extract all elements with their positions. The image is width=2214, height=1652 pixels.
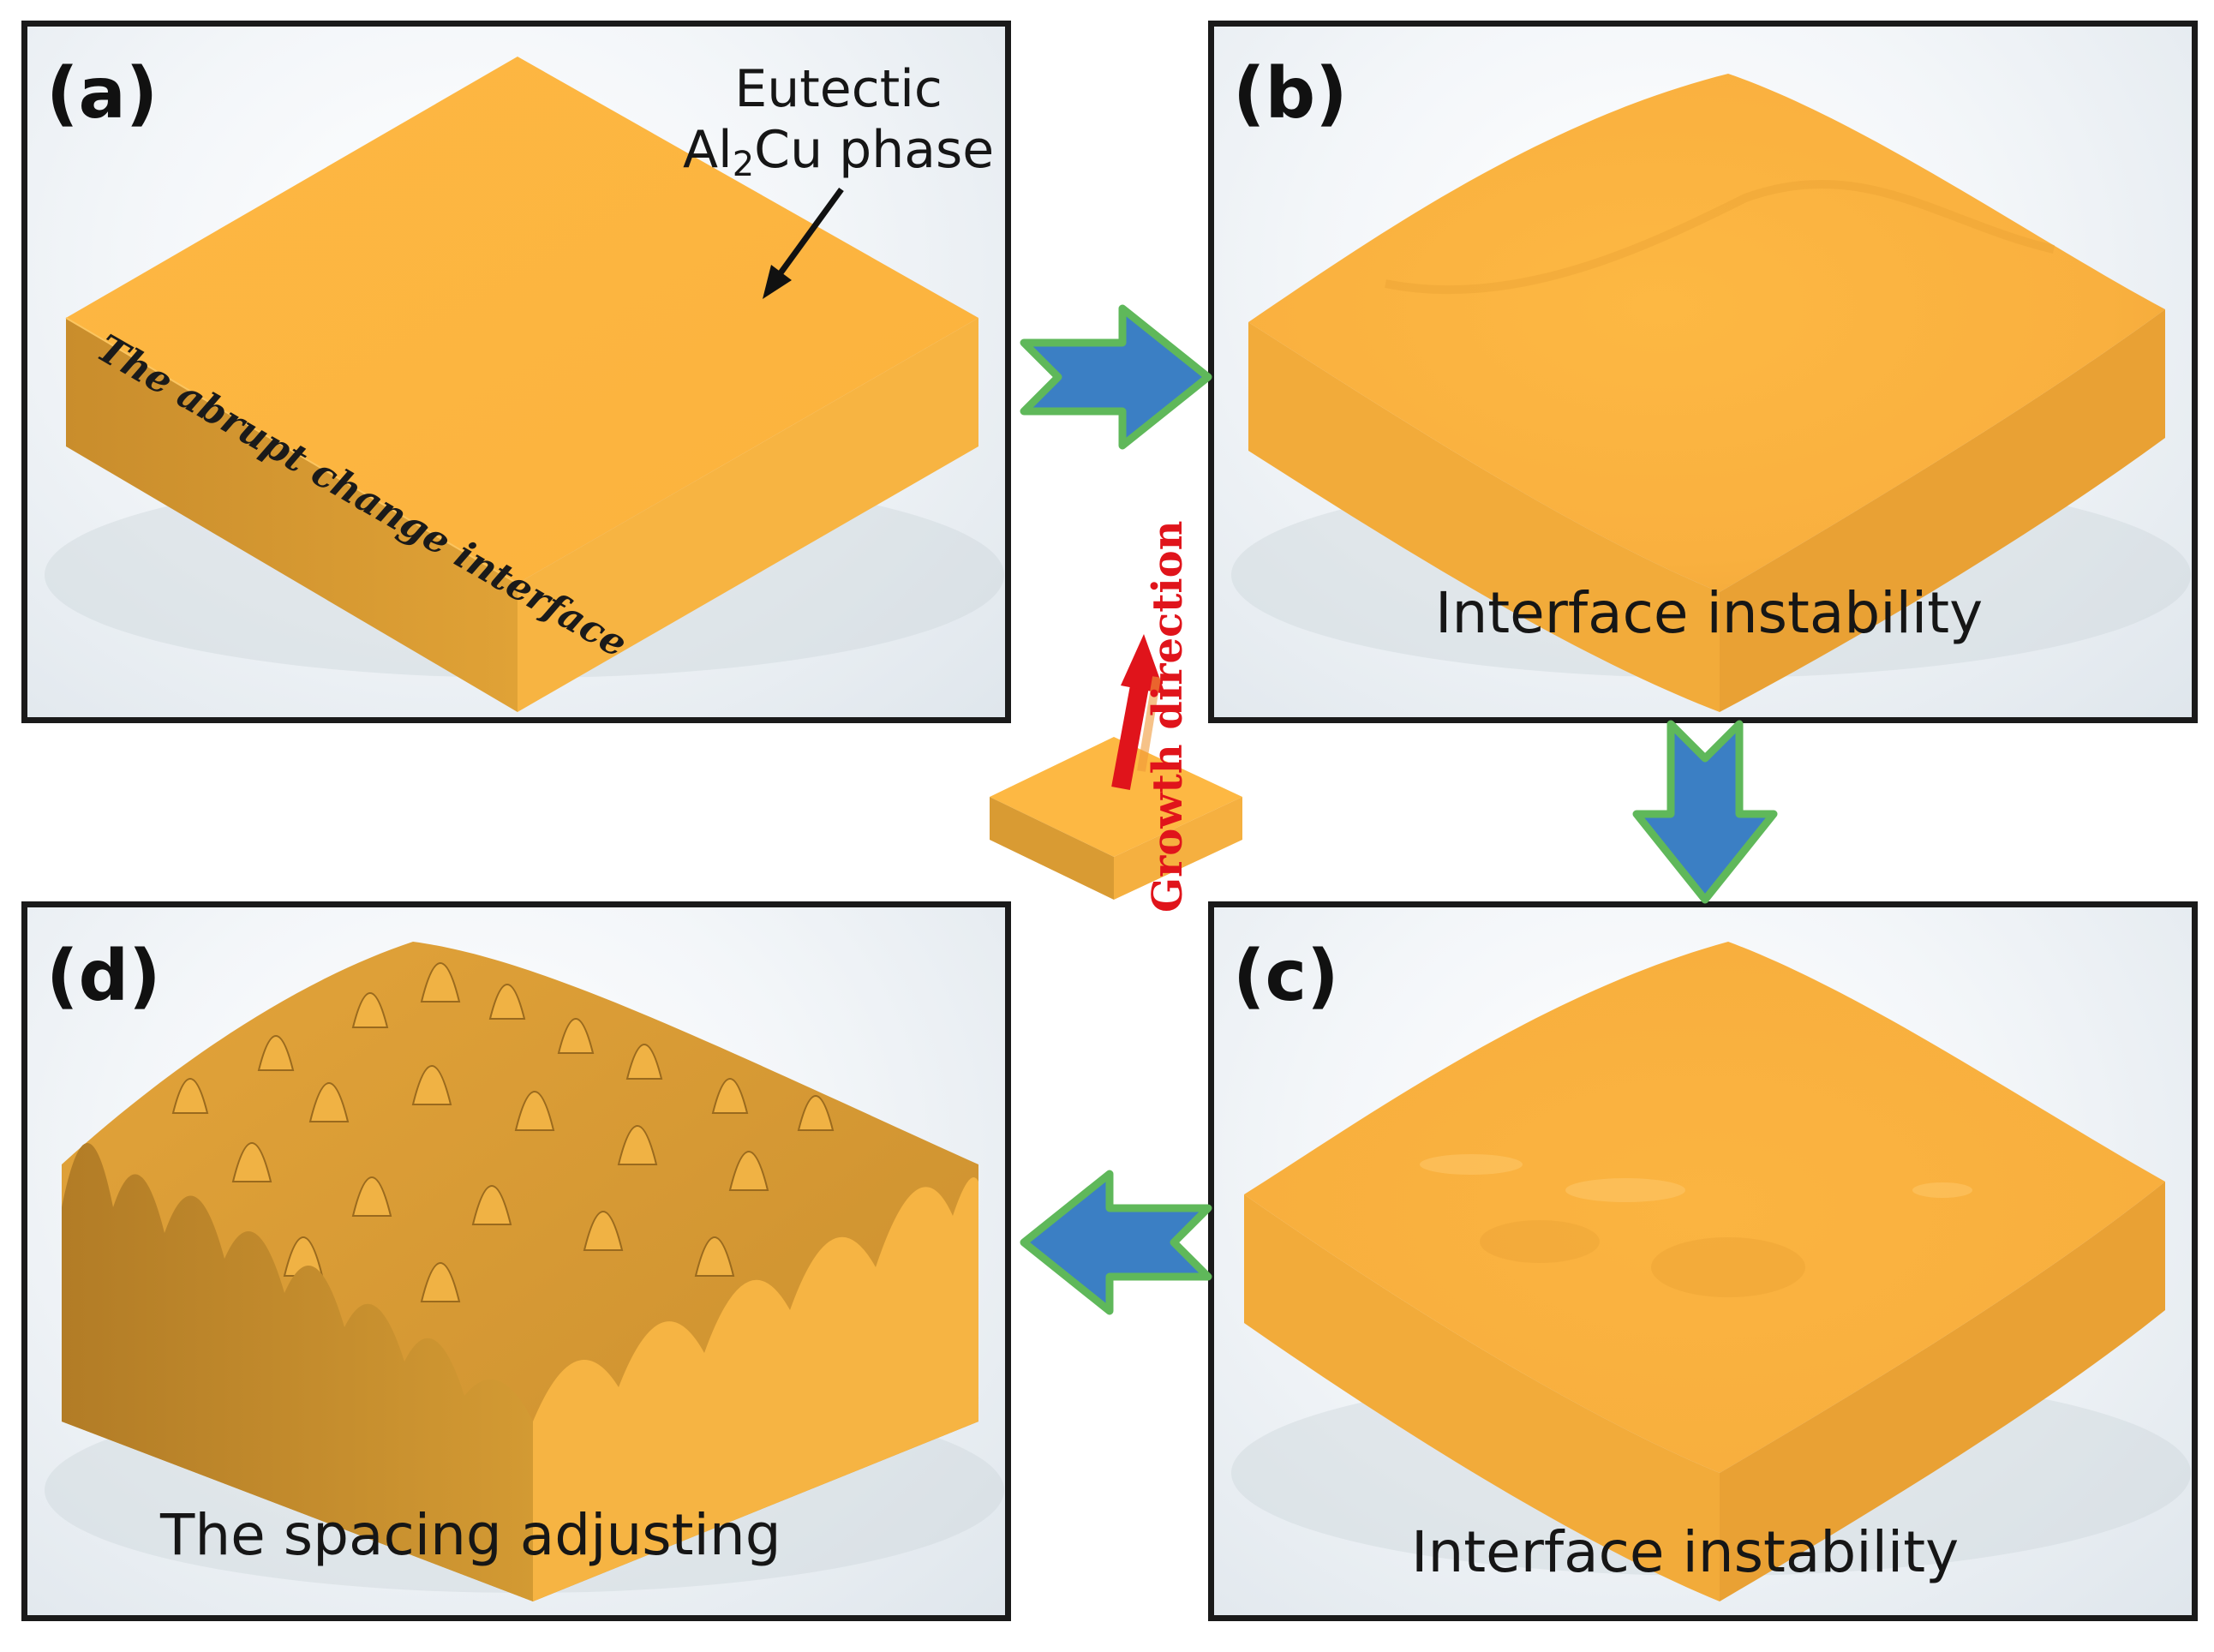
- bumpy-slab-c: [1231, 942, 2191, 1601]
- panel-c-caption: Interface instability: [1411, 1519, 1960, 1585]
- panel-label-c: (c): [1233, 936, 1339, 1017]
- arrow-b-to-c: [1632, 720, 1778, 904]
- eutectic-line1: Eutectic: [734, 59, 942, 119]
- panel-b-caption: Interface instability: [1435, 580, 1984, 646]
- pointer-arrow: [763, 187, 844, 299]
- growth-direction-label: Growth direction: [1144, 520, 1192, 913]
- eutectic-line2-pre: Al: [683, 119, 733, 180]
- panel-label-a: (a): [46, 53, 159, 135]
- arrow-c-to-d: [1020, 1170, 1212, 1315]
- arrow-a-to-b: [1020, 304, 1212, 450]
- panel-a: (a) Eutectic Al2Cu phase The abrupt chan…: [21, 21, 1011, 723]
- flat-slab-a: [45, 57, 1004, 712]
- eutectic-line2-post: Cu phase: [754, 119, 995, 180]
- panel-d: (d) The spacing adjusting: [21, 901, 1011, 1621]
- wavy-slab-b: [1231, 74, 2191, 712]
- panel-label-b: (b): [1233, 53, 1348, 135]
- eutectic-line2-sub: 2: [732, 144, 755, 184]
- growth-inset-slab: [990, 737, 1242, 900]
- panel-c: (c) Interface instability: [1208, 901, 2198, 1621]
- eutectic-phase-caption: Eutectic Al2Cu phase: [683, 59, 994, 185]
- growth-arrow-icon: [1111, 634, 1165, 790]
- panel-d-caption: The spacing adjusting: [160, 1502, 781, 1568]
- spiky-slab-d: [45, 942, 1004, 1601]
- panel-b: (b) Interface instability: [1208, 21, 2198, 723]
- panel-label-d: (d): [46, 936, 161, 1017]
